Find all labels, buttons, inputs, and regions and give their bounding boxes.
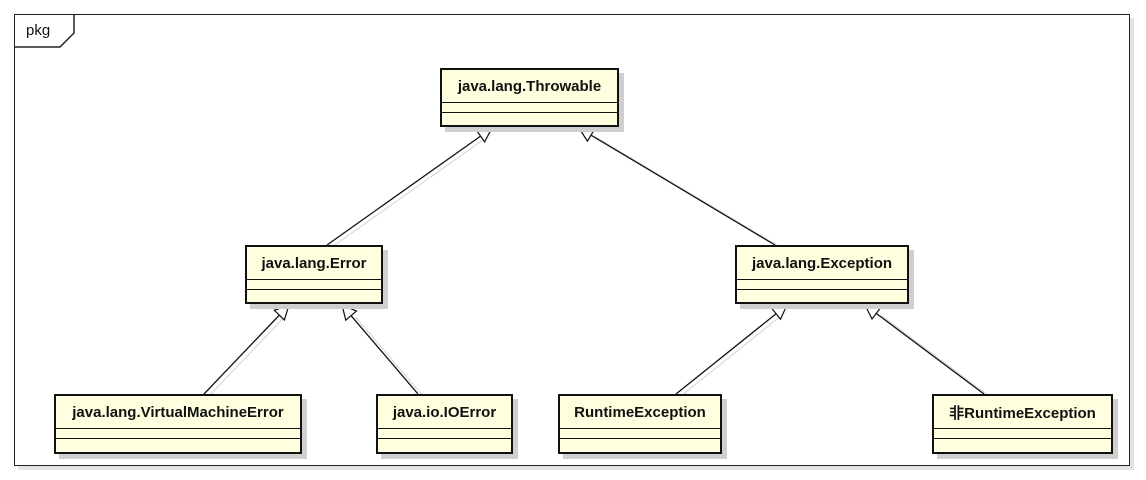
class-java-lang-virtualmachineerror[interactable]: java.lang.VirtualMachineError [54,394,302,454]
attributes-compartment [56,429,300,439]
operations-compartment [560,439,720,452]
class-name: java.lang.Error [247,247,381,280]
generalization-arrowhead-icon [577,127,596,143]
class-name: java.io.IOError [378,396,511,429]
edge-shadow [680,315,782,397]
edge-shadow [595,136,781,248]
generalization-arrowhead-icon [341,303,358,322]
attributes-compartment [247,280,381,290]
generalization-arrowhead-icon [273,304,290,322]
generalization-error-to-throwable [326,127,494,248]
attributes-compartment [737,280,907,290]
attributes-compartment [934,429,1111,439]
attributes-compartment [442,103,617,113]
package-label: pkg [26,22,51,39]
operations-compartment [934,439,1111,452]
edge-line [590,134,776,246]
class-name: 非RuntimeException [934,396,1111,429]
edge-line [875,312,985,395]
operations-compartment [56,439,300,452]
class-java-io-ioerror[interactable]: java.io.IOError [376,394,513,454]
generalization-arrowhead-icon [475,127,494,143]
generalization-runtime_exception-to-exception [675,304,789,397]
generalization-io_error-to-error [341,303,424,397]
class-java-lang-exception[interactable]: java.lang.Exception [735,245,909,304]
operations-compartment [442,113,617,125]
class-name: RuntimeException [560,396,720,429]
class-name: java.lang.Exception [737,247,907,280]
package-tab: pkg [14,14,75,48]
generalization-non_runtime_exception-to-exception [863,304,990,397]
class-name: java.lang.VirtualMachineError [56,396,300,429]
attributes-compartment [378,429,511,439]
edge-line [203,314,280,395]
edge-line [350,315,419,395]
class-java-lang-throwable[interactable]: java.lang.Throwable [440,68,619,127]
generalization-arrowhead-icon [770,304,789,321]
operations-compartment [737,290,907,302]
generalization-vm_error-to-error [203,304,290,397]
operations-compartment [378,439,511,452]
class-java-lang-error[interactable]: java.lang.Error [245,245,383,304]
edge-line [675,313,777,395]
generalization-exception-to-throwable [577,127,781,248]
class-non-runtimeexception[interactable]: 非RuntimeException [932,394,1113,454]
class-runtimeexception[interactable]: RuntimeException [558,394,722,454]
edge-shadow [208,316,285,397]
generalization-arrowhead-icon [863,304,882,321]
class-name: java.lang.Throwable [442,70,617,103]
operations-compartment [247,290,381,302]
edge-line [326,135,481,246]
edge-shadow [331,137,486,248]
edge-shadow [880,314,990,397]
attributes-compartment [560,429,720,439]
edge-shadow [355,317,424,397]
